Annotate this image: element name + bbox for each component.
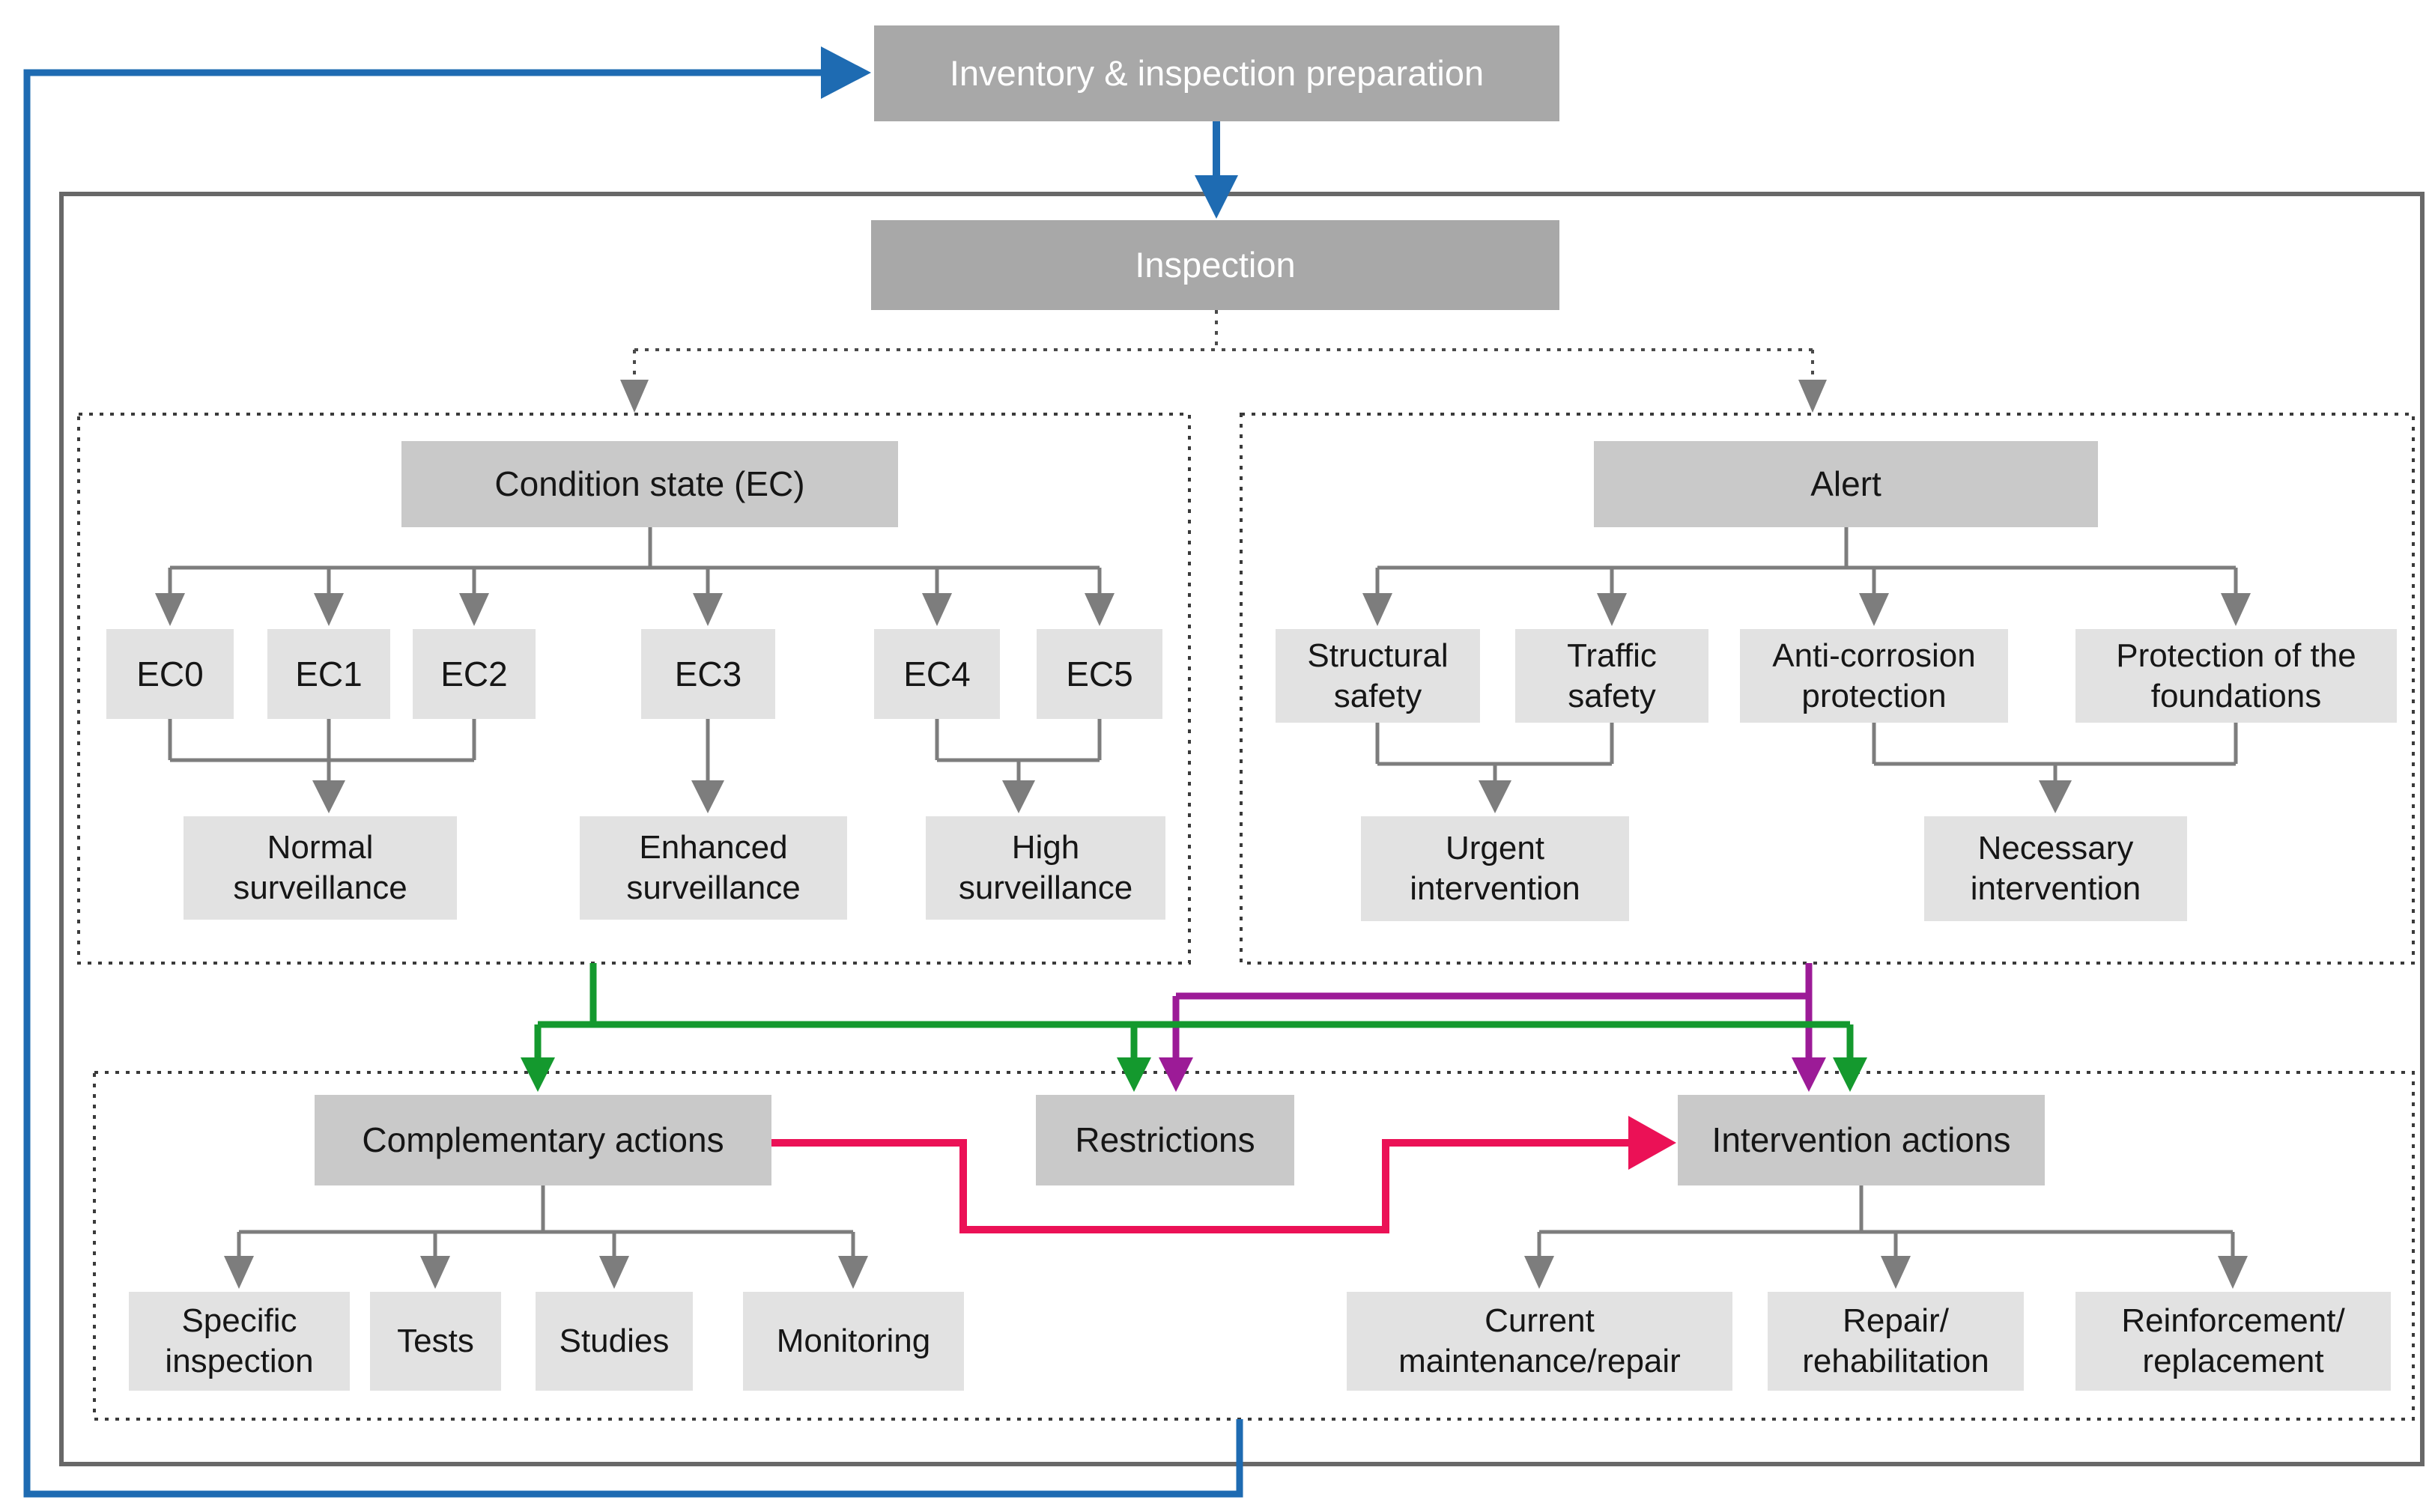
node-ec2: EC2	[413, 629, 536, 719]
arrow-down-icon	[312, 780, 345, 813]
arrow-down-icon	[1002, 780, 1035, 813]
node-alert: Alert	[1594, 441, 2098, 527]
node-condition-state: Condition state (EC)	[401, 441, 898, 527]
node-anti-corrosion: Anti-corrosion protection	[1740, 629, 2008, 723]
node-current-maintenance: Current maintenance/repair	[1347, 1292, 1732, 1391]
node-normal-surveillance: Normal surveillance	[184, 816, 457, 920]
node-inventory: Inventory & inspection preparation	[874, 25, 1559, 121]
node-ec5: EC5	[1037, 629, 1162, 719]
node-tests: Tests	[370, 1292, 501, 1391]
node-ec3: EC3	[641, 629, 775, 719]
node-ec0: EC0	[106, 629, 234, 719]
node-monitoring: Monitoring	[743, 1292, 964, 1391]
arrow-down-icon	[1881, 1256, 1911, 1289]
complementary-tree	[237, 1185, 855, 1260]
arrow-down-icon	[420, 1256, 450, 1289]
arrow-down-icon	[838, 1256, 868, 1289]
node-necessary-intervention: Necessary intervention	[1924, 816, 2187, 921]
arrow-down-icon	[224, 1256, 254, 1289]
node-reinforcement-replacement: Reinforcement/ replacement	[2075, 1292, 2391, 1391]
purple-flow	[1159, 963, 1826, 1092]
arrow-down-icon	[599, 1256, 629, 1289]
node-enhanced-surveillance: Enhanced surveillance	[580, 816, 847, 920]
node-high-surveillance: High surveillance	[926, 816, 1165, 920]
arrow-down-icon	[2221, 593, 2251, 626]
arrow-down-icon	[693, 593, 723, 626]
node-complementary-actions: Complementary actions	[315, 1095, 771, 1185]
green-flow	[521, 963, 1867, 1092]
arrow-down-icon	[1792, 1057, 1826, 1092]
arrow-down-icon	[1195, 175, 1238, 219]
arrow-down-icon	[1798, 380, 1827, 413]
arrow-down-icon	[1085, 593, 1115, 626]
arrow-down-icon	[314, 593, 344, 626]
arrow-down-icon	[1117, 1057, 1151, 1092]
node-ec1: EC1	[267, 629, 390, 719]
node-intervention-actions: Intervention actions	[1678, 1095, 2045, 1185]
inspection-dotted-branch	[620, 310, 1827, 413]
arrow-right-icon	[821, 46, 871, 99]
arrow-down-icon	[922, 593, 952, 626]
node-traffic-safety: Traffic safety	[1515, 629, 1708, 723]
node-urgent-intervention: Urgent intervention	[1361, 816, 1629, 921]
arrow-down-icon	[459, 593, 489, 626]
arrow-down-icon	[1524, 1256, 1554, 1289]
intervention-tree-arrows	[1524, 1256, 2248, 1289]
arrow-down-icon	[2039, 780, 2072, 813]
intervention-tree	[1537, 1185, 2235, 1260]
node-studies: Studies	[536, 1292, 693, 1391]
arrow-down-icon	[1362, 593, 1392, 626]
arrow-down-icon	[1479, 780, 1511, 813]
complementary-tree-arrows	[224, 1256, 868, 1289]
node-structural-safety: Structural safety	[1276, 629, 1480, 723]
node-repair-rehabilitation: Repair/ rehabilitation	[1768, 1292, 2024, 1391]
node-inspection: Inspection	[871, 220, 1559, 310]
node-specific-inspection: Specific inspection	[129, 1292, 350, 1391]
arrow-down-icon	[155, 593, 185, 626]
arrow-down-icon	[521, 1057, 555, 1092]
arrow-down-icon	[620, 380, 649, 413]
node-foundations: Protection of the foundations	[2075, 629, 2397, 723]
arrow-down-icon	[1859, 593, 1889, 626]
arrow-right-icon	[1628, 1116, 1676, 1170]
arrow-down-icon	[2218, 1256, 2248, 1289]
arrow-down-icon	[1833, 1057, 1867, 1092]
node-restrictions: Restrictions	[1036, 1095, 1294, 1185]
arrow-down-icon	[1597, 593, 1627, 626]
node-ec4: EC4	[874, 629, 1000, 719]
arrow-down-icon	[691, 780, 724, 813]
arrow-down-icon	[1159, 1057, 1193, 1092]
